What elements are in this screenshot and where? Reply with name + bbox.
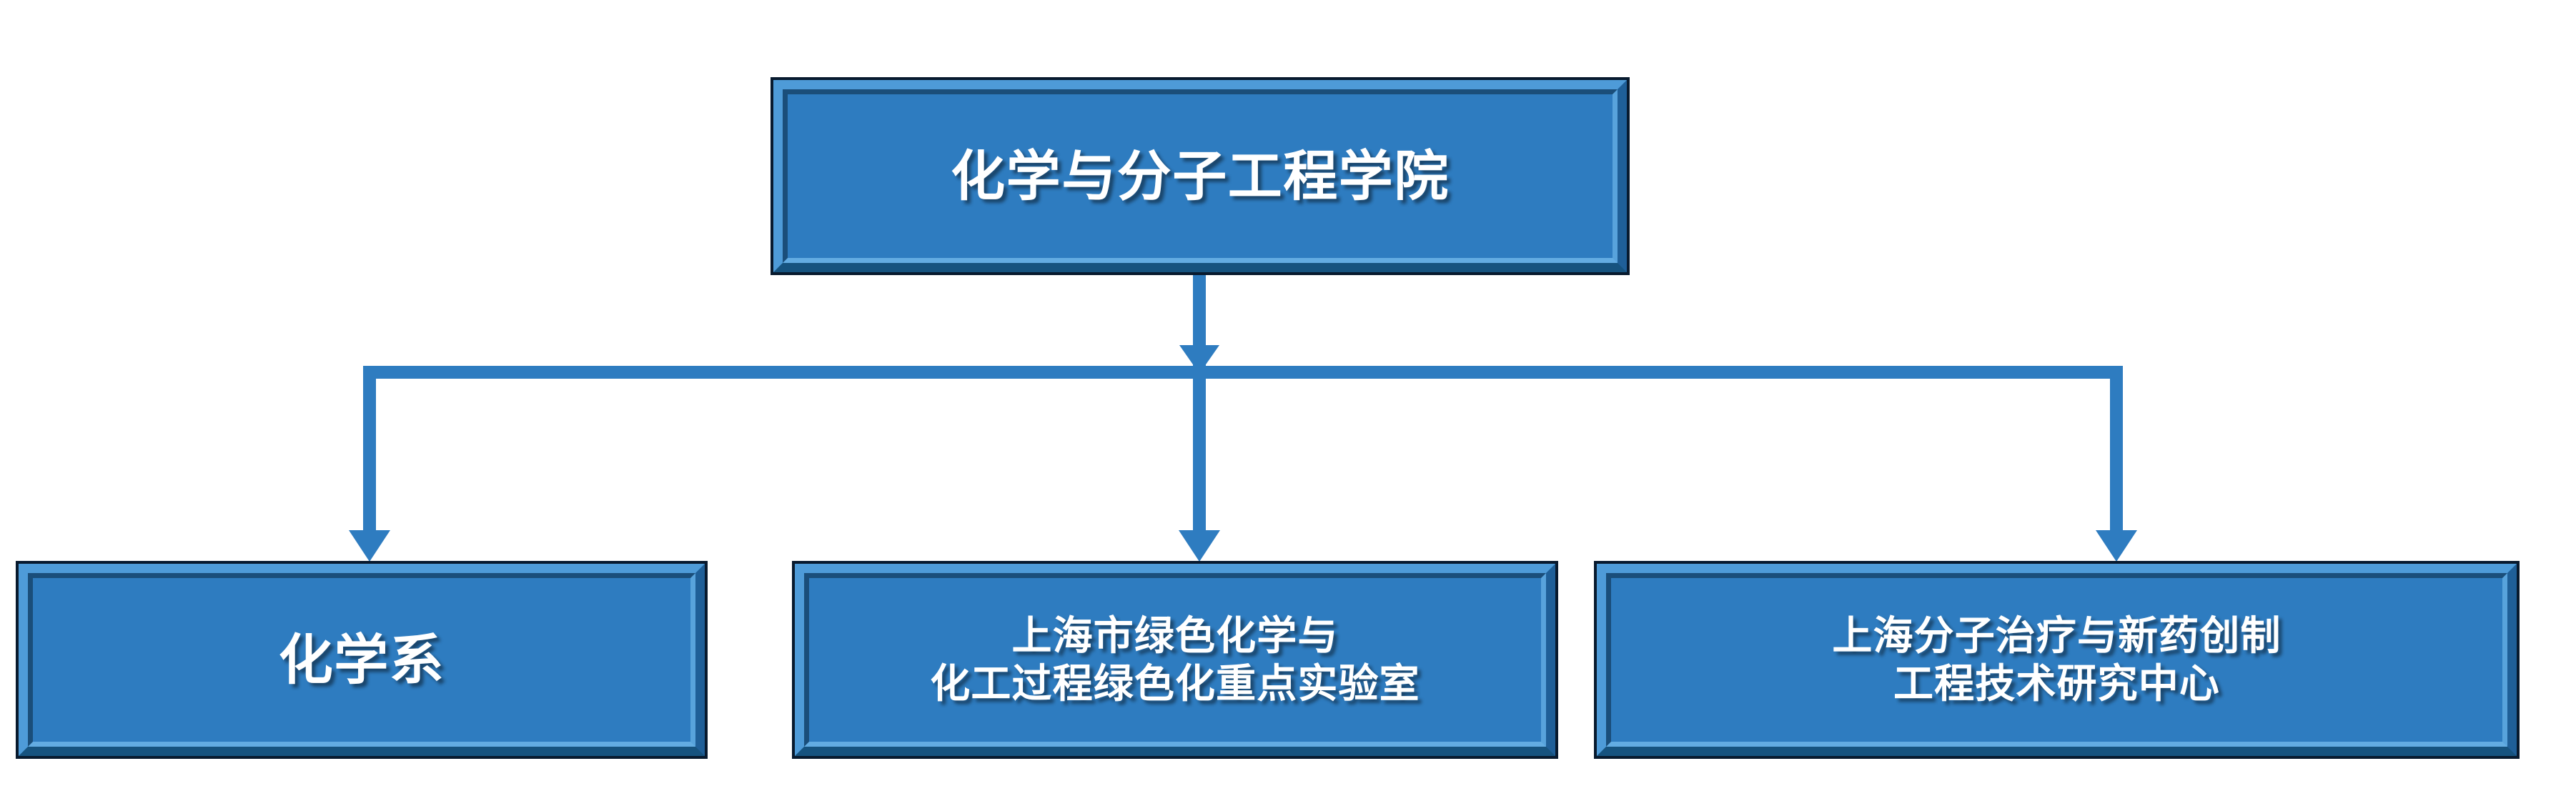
connector-stem-green-chemistry-lab [1193,366,1206,536]
arrowhead-green-chemistry-lab-icon [1179,530,1220,562]
connector-distribution-bar [363,366,2123,379]
node-label-green-chemistry-lab: 上海市绿色化学与 化工过程绿色化重点实验室 [930,612,1420,707]
connector-root-stem [1193,275,1206,367]
node-chemistry-department[interactable]: 化学系 [16,561,708,759]
node-label-root: 化学与分子工程学院 [951,144,1450,208]
node-molecular-therapy-center[interactable]: 上海分子治疗与新药创制 工程技术研究中心 [1594,561,2520,759]
arrowhead-chemistry-department-icon [349,530,390,562]
node-school-of-chemistry-and-molecular-engineering[interactable]: 化学与分子工程学院 [771,77,1630,275]
arrowhead-molecular-therapy-center-icon [2096,530,2137,562]
node-green-chemistry-lab[interactable]: 上海市绿色化学与 化工过程绿色化重点实验室 [792,561,1558,759]
node-label-molecular-therapy-center: 上海分子治疗与新药创制 工程技术研究中心 [1832,612,2282,707]
node-label-chemistry-department: 化学系 [278,627,445,692]
connector-stem-chemistry-department [363,366,376,536]
connector-stem-molecular-therapy-center [2110,366,2123,536]
